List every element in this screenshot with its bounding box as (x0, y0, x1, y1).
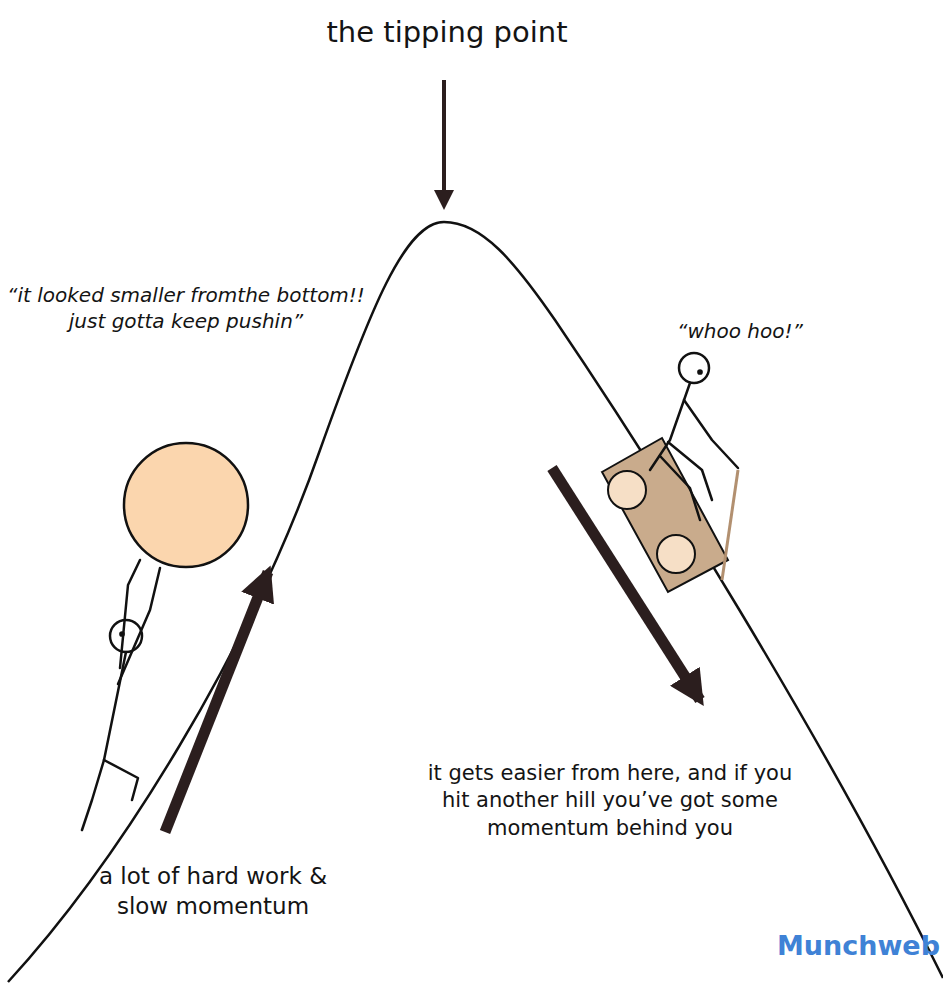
riding-figure (650, 353, 738, 520)
pushing-figure (82, 560, 160, 830)
diagram-title: the tipping point (247, 14, 647, 52)
wagon (602, 438, 738, 592)
speech-quote: “whoo hoo!” (660, 318, 820, 344)
pointer-arrow (442, 80, 446, 206)
boulder (124, 443, 248, 567)
slope-note: a lot of hard work & slow momentum (88, 862, 338, 922)
hill-outline (8, 222, 943, 982)
slope-note: it gets easier from here, and if you hit… (420, 760, 800, 842)
uphill-arrow (165, 572, 268, 832)
speech-quote: “it looked smaller fromthe bottom!! just… (0, 282, 372, 334)
watermark: Munchweb (770, 928, 940, 963)
